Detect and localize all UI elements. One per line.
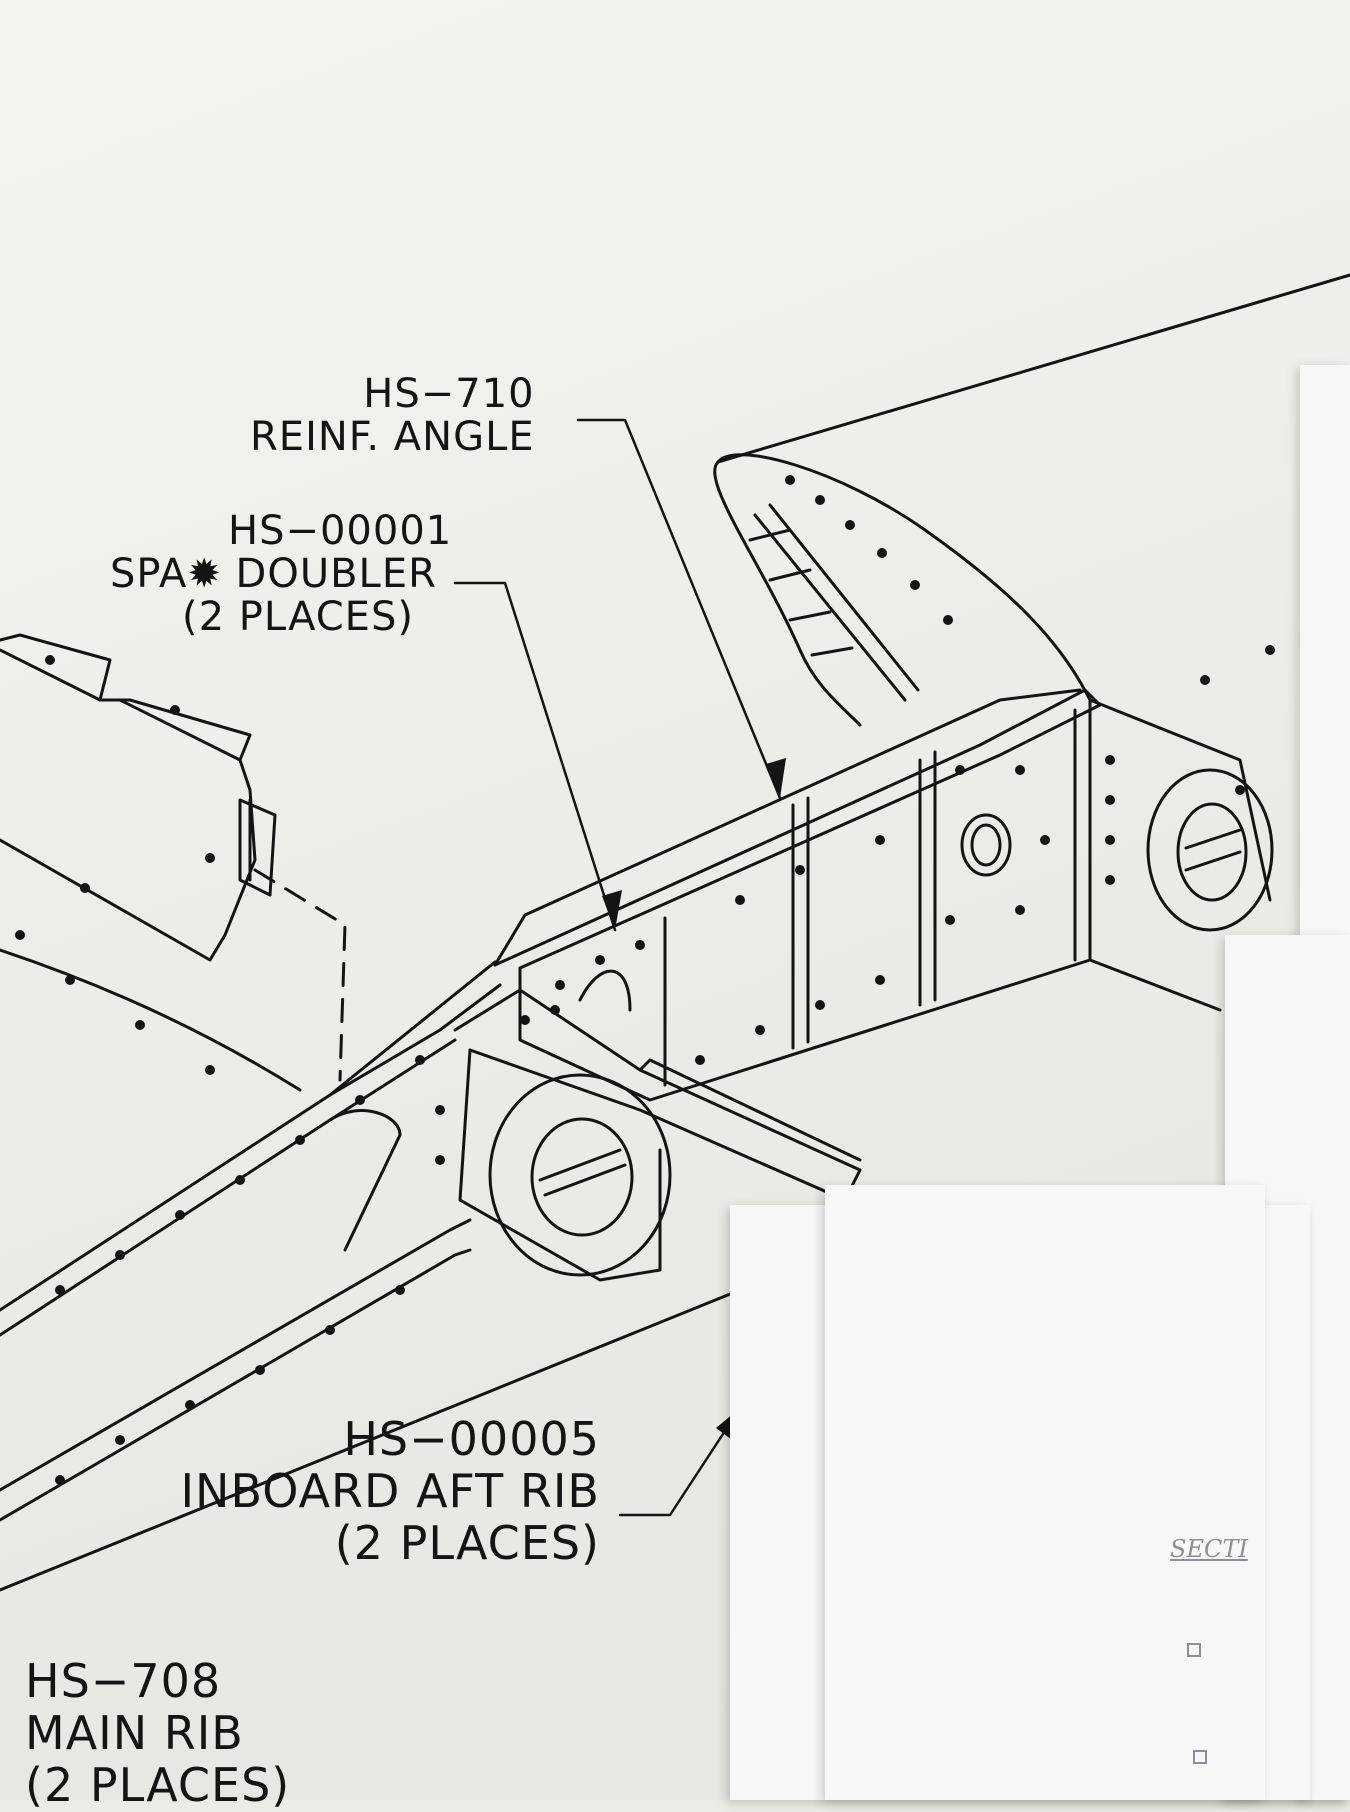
leader-inboard-aft-rib	[618, 1406, 742, 1517]
leader-lines	[453, 418, 782, 1517]
callout-inboard-aft-rib-qty: (2 PLACES)	[334, 1516, 600, 1570]
callout-spar-doubler-qty: (2 PLACES)	[182, 594, 414, 640]
callout-inboard-aft-rib: HS−00005 INBOARD AFT RIB (2 PLACES)	[170, 1413, 600, 1569]
arrowhead-spar-doubler	[602, 890, 622, 930]
callout-main-rib-desc: MAIN RIB	[25, 1706, 244, 1760]
leader-spar-doubler	[453, 581, 617, 932]
callout-reinf-angle: HS−710 REINF. ANGLE	[250, 373, 535, 459]
callout-spar-doubler: HS−00001 SPA✹ DOUBLER (2 PLACES)	[110, 510, 452, 639]
callout-reinf-angle-part: HS−710	[363, 371, 535, 417]
overlay-sheet-heading: SECTI	[1170, 1535, 1248, 1563]
callout-inboard-aft-rib-desc: INBOARD AFT RIB	[180, 1464, 600, 1518]
checkbox-icon	[1187, 1643, 1201, 1657]
callout-main-rib-qty: (2 PLACES)	[25, 1758, 291, 1812]
overlay-sheet-front: SECTI	[825, 1185, 1265, 1800]
callout-spar-doubler-part: HS−00001	[228, 508, 453, 554]
callout-reinf-angle-desc: REINF. ANGLE	[250, 414, 535, 460]
arrowhead-reinf-angle	[766, 758, 786, 798]
callout-main-rib-part: HS−708	[25, 1654, 222, 1708]
checkbox-icon	[1193, 1750, 1207, 1764]
callout-inboard-aft-rib-part: HS−00005	[343, 1412, 600, 1466]
rivet-holes	[15, 475, 1275, 1485]
hinge-bracket	[0, 633, 347, 1092]
outboard-rib	[1088, 698, 1274, 1012]
leading-edge-skin	[713, 273, 1350, 727]
callout-spar-doubler-desc: SPA✹ DOUBLER	[110, 551, 437, 597]
inboard-aft-rib	[453, 969, 862, 1282]
leader-reinf-angle	[576, 418, 782, 800]
main-spar	[0, 960, 742, 1592]
callout-main-rib: HS−708 MAIN RIB (2 PLACES)	[25, 1655, 290, 1811]
spar-web	[518, 698, 1092, 1102]
reinforcement-angle	[493, 688, 1102, 970]
